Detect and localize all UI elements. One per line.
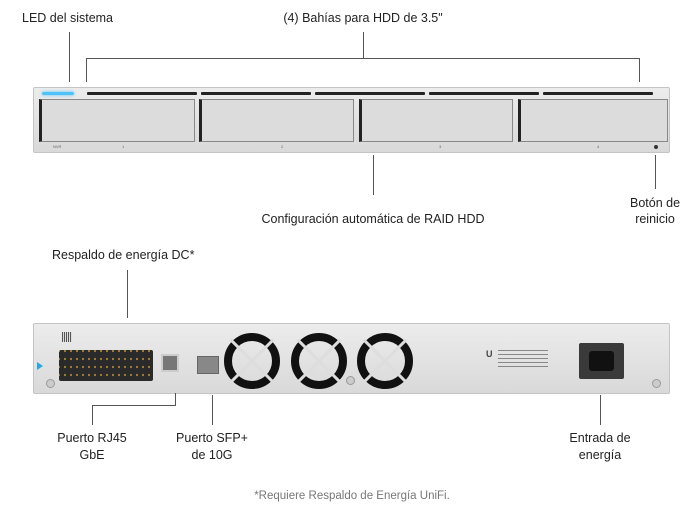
power-inlet[interactable] — [579, 343, 624, 379]
raid-leader-line — [373, 155, 374, 195]
bay-number: 4 — [597, 144, 600, 149]
hdd-bay-1[interactable] — [39, 99, 195, 142]
dc-backup-label: Respaldo de energía DC* — [52, 248, 195, 262]
vent-slot — [315, 92, 425, 95]
vent-slot — [87, 92, 197, 95]
power-label-line1: Entrada de — [569, 431, 631, 445]
reset-label-line1: Botón de — [629, 196, 681, 210]
screw — [346, 376, 355, 385]
screw — [652, 379, 661, 388]
bay-number: 3 — [439, 144, 442, 149]
system-led — [42, 92, 74, 95]
sfp-port[interactable] — [197, 356, 219, 374]
reset-leader-line — [655, 155, 656, 189]
bays-bracket-right — [639, 58, 640, 82]
sfp-leader-line — [212, 395, 213, 425]
sfp-label-line1: Puerto SFP+ — [176, 431, 248, 445]
led-label: LED del sistema — [22, 11, 114, 25]
ubiquiti-logo: U — [486, 349, 493, 359]
hdd-bay-2[interactable] — [199, 99, 354, 142]
regulatory-label — [498, 350, 548, 368]
reset-button[interactable] — [654, 145, 658, 149]
dc-leader-line — [127, 270, 128, 318]
led-leader-line — [69, 32, 70, 82]
reset-label-line2: reinicio — [635, 212, 675, 226]
power-leader-line — [600, 395, 601, 425]
bays-bracket-left — [86, 58, 87, 82]
rj45-leader-line — [92, 405, 176, 406]
bay-number: 2 — [281, 144, 284, 149]
bays-label: (4) Bahías para HDD de 3.5" — [283, 11, 443, 25]
bay-number: 1 — [122, 144, 125, 149]
vent-slot — [429, 92, 539, 95]
bays-leader-line — [363, 32, 364, 58]
back-panel: U — [33, 323, 670, 394]
rj45-label-line1: Puerto RJ45 — [57, 431, 127, 445]
play-indicator-icon — [37, 362, 43, 370]
rj45-leader-line — [92, 405, 93, 425]
power-label-line2: energía — [578, 448, 622, 462]
vent-slot — [201, 92, 311, 95]
dc-backup-connector[interactable] — [59, 350, 153, 381]
sfp-label-line2: de 10G — [191, 448, 233, 462]
bays-bracket — [86, 58, 640, 59]
screw — [46, 379, 55, 388]
hdd-bay-3[interactable] — [359, 99, 513, 142]
vent-slot — [543, 92, 653, 95]
rj45-port[interactable] — [161, 354, 179, 372]
fan-vent — [357, 333, 413, 389]
fan-vent — [224, 333, 280, 389]
rj45-label-line2: GbE — [79, 448, 105, 462]
qr-code — [62, 332, 72, 342]
rj45-leader-line — [175, 393, 176, 405]
model-badge: NVR — [53, 144, 62, 149]
fan-vent — [291, 333, 347, 389]
raid-label: Configuración automática de RAID HDD — [261, 212, 485, 226]
footnote: *Requiere Respaldo de Energía UniFi. — [254, 490, 450, 502]
front-panel: NVR 1 2 3 4 — [33, 87, 670, 153]
hdd-bay-4[interactable] — [518, 99, 668, 142]
